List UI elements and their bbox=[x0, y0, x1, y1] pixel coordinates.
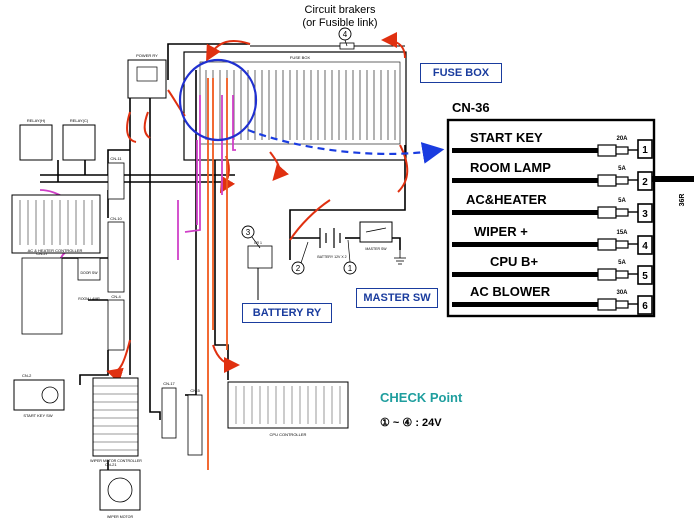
cn36-row-label: ROOM LAMP bbox=[470, 160, 551, 175]
fuse-box-small-label: FUSE BOX bbox=[290, 55, 311, 60]
check-point-4: 4 bbox=[338, 27, 352, 47]
battery-symbol: BATTERY 12V X 2 bbox=[317, 228, 347, 259]
cn5-label: CN-5 bbox=[190, 388, 200, 393]
cn36-row-label: START KEY bbox=[470, 130, 543, 145]
svg-text:3: 3 bbox=[246, 228, 251, 237]
dashed-blue-arrow bbox=[247, 128, 445, 164]
cpu-controller: CPU CONTROLLER bbox=[227, 381, 349, 437]
cn36-fuse-rating: 20A bbox=[616, 136, 628, 142]
circuit-breakers-subtitle: (or Fusible link) bbox=[302, 17, 377, 29]
cpu-controller-label: CPU CONTROLLER bbox=[270, 432, 307, 437]
check-point-1: 1 bbox=[343, 239, 357, 275]
cn36-row-label: AC&HEATER bbox=[466, 192, 547, 207]
cn36-pin-number: 5 bbox=[642, 271, 648, 282]
room-lamp-small-label: ROOM LAMP bbox=[78, 297, 100, 301]
cn11-label: CN-11 bbox=[110, 156, 122, 161]
battery-ry-symbol: CR 1 bbox=[247, 241, 273, 300]
cn36-row-label: AC BLOWER bbox=[470, 284, 551, 299]
master-sw-symbol: MASTER SW bbox=[359, 221, 406, 265]
wiper-motor: WIPER MOTOR CN-21 bbox=[99, 462, 141, 519]
start-key-sw-label: START KEY SW bbox=[23, 413, 52, 418]
relay-c-label: RELAY(C) bbox=[70, 118, 89, 123]
svg-text:2: 2 bbox=[296, 264, 301, 273]
connector-column bbox=[21, 162, 125, 351]
battery-label: BATTERY 12V X 2 bbox=[317, 255, 346, 259]
master-sw-callout: MASTER SW bbox=[356, 288, 438, 308]
cn36-row-label: WIPER + bbox=[474, 224, 528, 239]
orange-wires bbox=[207, 78, 228, 470]
circuit-breakers-title: Circuit brakers bbox=[305, 4, 376, 16]
cn36-pin-number: 1 bbox=[642, 145, 648, 156]
cn36-pin-number: 2 bbox=[642, 177, 648, 188]
highlight-circle bbox=[178, 58, 258, 142]
fuse-box-callout: FUSE BOX bbox=[420, 63, 502, 83]
ac-heater-controller: AC & HEATER CONTROLLER bbox=[11, 194, 101, 254]
start-key-sw: START KEY SW CN-2 bbox=[13, 373, 65, 418]
cn36-pin-number: 3 bbox=[642, 209, 648, 220]
cn36-bars bbox=[452, 148, 598, 307]
cn10-label: CN-10 bbox=[110, 216, 122, 221]
cn36-title: CN-36 bbox=[452, 100, 490, 115]
cn36-fuses bbox=[597, 144, 629, 311]
cn27-label: CN-27 bbox=[36, 251, 48, 256]
red-wires bbox=[106, 32, 409, 384]
cr1-label: CR 1 bbox=[254, 241, 262, 245]
wiper-motor-controller: WIPER MOTOR CONTROLLER bbox=[90, 377, 142, 463]
check-point-title: CHECK Point bbox=[380, 390, 463, 405]
power-ry: POWER RY bbox=[127, 53, 167, 99]
battery-ry-callout: BATTERY RY bbox=[242, 303, 332, 323]
cn36-fuse-rating: 5A bbox=[618, 198, 626, 204]
ac-heater-controller-label: AC & HEATER CONTROLLER bbox=[28, 248, 83, 253]
cn36-fuse-rating: 5A bbox=[618, 260, 626, 266]
cn36-fuse-rating: 15A bbox=[616, 230, 628, 236]
check-point-range: ① ~ ④ : 24V bbox=[380, 417, 442, 429]
svg-text:4: 4 bbox=[343, 30, 348, 39]
cn21-label: CN-21 bbox=[105, 462, 117, 467]
wiper-motor-controller-label: WIPER MOTOR CONTROLLER bbox=[90, 459, 142, 463]
fuse-box-block: FUSE BOX bbox=[183, 51, 407, 161]
cn36-pin-number: 6 bbox=[642, 301, 648, 312]
cn36-fuse-rating: 30A bbox=[616, 290, 628, 296]
power-ry-label: POWER RY bbox=[136, 53, 158, 58]
cn17-label: CN-17 bbox=[163, 381, 175, 386]
cn36-detail: CN-36 36R START KEY ROOM LAMP AC&HEATER … bbox=[446, 100, 694, 318]
cn36-row-label: CPU B+ bbox=[490, 254, 538, 269]
check-point-2: 2 bbox=[291, 241, 309, 275]
svg-text:1: 1 bbox=[348, 264, 353, 273]
cn36-fuse-rating: 5A bbox=[618, 166, 626, 172]
wiper-motor-label: WIPER MOTOR bbox=[107, 515, 133, 519]
circuit-breaker bbox=[250, 42, 405, 50]
relays: RELAY(H) RELAY(C) bbox=[19, 118, 96, 161]
cn2-label: CN-2 bbox=[22, 373, 32, 378]
cn4-label: CN-4 bbox=[111, 294, 121, 299]
check-point-3: 3 bbox=[241, 225, 261, 249]
cn36-pin-boxes bbox=[637, 139, 653, 315]
master-sw-small-label: MASTER SW bbox=[365, 247, 387, 251]
cn36-side-label: 36R bbox=[679, 194, 686, 207]
cn17-cn5-connectors bbox=[161, 387, 203, 456]
door-sw-label: DOOR SW bbox=[80, 271, 98, 275]
cn36-pin-number: 4 bbox=[642, 241, 648, 252]
fuse-slots bbox=[205, 70, 396, 140]
relay-h-label: RELAY(H) bbox=[27, 118, 46, 123]
